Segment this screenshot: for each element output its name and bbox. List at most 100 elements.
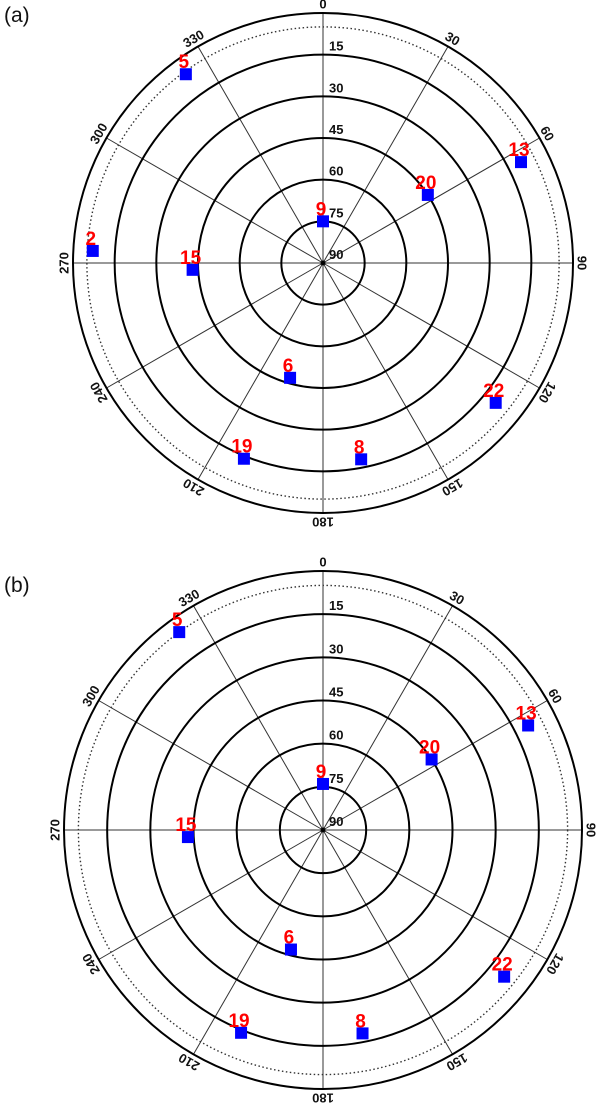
azimuth-tick-label: 0 — [319, 555, 326, 570]
azimuth-tick-label: 60 — [537, 123, 557, 143]
satellite-13: 13 — [516, 703, 537, 732]
satellite-2: 2 — [85, 229, 99, 257]
satellite-22: 22 — [483, 381, 504, 409]
elevation-ring — [149, 656, 497, 1004]
azimuth-tick-label: 210 — [180, 475, 206, 499]
satellite-prn-label: 9 — [316, 199, 327, 220]
skyplot-b: 1530456075900306090120150180210240270300… — [48, 555, 599, 1106]
elevation-ring — [235, 742, 411, 918]
satellite-prn-label: 2 — [85, 229, 96, 250]
azimuth-tick-label: 180 — [312, 1091, 334, 1106]
satellite-22: 22 — [492, 955, 513, 983]
zenith-dot — [320, 827, 326, 833]
elevation-tick-label: 45 — [329, 122, 343, 137]
azimuth-tick-label: 90 — [584, 823, 599, 837]
satellite-5: 5 — [172, 610, 186, 639]
mask-angle-ring — [77, 584, 569, 1076]
satellite-20: 20 — [419, 737, 440, 766]
azimuth-tick-label: 270 — [48, 819, 63, 841]
satellite-marker — [425, 753, 438, 766]
azimuth-tick-label: 0 — [319, 0, 326, 12]
satellite-19: 19 — [231, 437, 252, 465]
azimuth-tick-label: 30 — [442, 29, 462, 49]
satellite-marker — [356, 1027, 369, 1040]
horizon-ring — [63, 570, 583, 1090]
azimuth-tick-label: 330 — [176, 586, 202, 610]
satellite-marker — [355, 453, 368, 466]
satellite-prn-label: 15 — [180, 248, 202, 269]
satellite-marker — [515, 156, 528, 169]
satellite-marker — [421, 188, 434, 201]
satellite-19: 19 — [228, 1011, 250, 1039]
satellite-prn-label: 19 — [228, 1011, 249, 1032]
elevation-tick-label: 15 — [329, 39, 343, 54]
skyplot-a: 1530456075900306090120150180210240270300… — [57, 0, 590, 530]
satellite-prn-label: 22 — [492, 955, 513, 976]
azimuth-tick-label: 120 — [543, 951, 567, 977]
azimuth-tick-label: 240 — [87, 379, 111, 405]
satellite-prn-label: 20 — [415, 173, 436, 194]
satellite-prn-label: 20 — [419, 737, 440, 758]
azimuth-tick-label: 330 — [180, 27, 206, 51]
satellite-prn-label: 13 — [508, 140, 529, 161]
satellite-prn-label: 6 — [284, 928, 295, 949]
panel-label-a: (a) — [4, 4, 30, 27]
satellite-8: 8 — [354, 437, 368, 466]
satellite-9: 9 — [316, 199, 329, 228]
elevation-tick-label: 30 — [329, 80, 343, 95]
azimuth-tick-label: 60 — [545, 686, 565, 706]
satellite-6: 6 — [283, 356, 297, 384]
mask-angle-ring — [86, 26, 560, 500]
azimuth-tick-label: 210 — [176, 1050, 202, 1074]
satellite-prn-label: 13 — [516, 703, 537, 724]
horizon-ring — [72, 12, 574, 514]
satellite-prn-label: 8 — [354, 437, 365, 458]
satellite-15: 15 — [180, 248, 202, 276]
azimuth-tick-label: 270 — [57, 252, 72, 274]
satellite-6: 6 — [284, 928, 297, 956]
elevation-ring — [113, 53, 533, 473]
elevation-tick-label: 90 — [329, 814, 343, 829]
satellite-prn-label: 9 — [316, 762, 327, 783]
satellite-15: 15 — [175, 815, 197, 844]
satellite-9: 9 — [316, 762, 329, 790]
satellite-20: 20 — [415, 173, 436, 201]
satellite-prn-label: 19 — [231, 437, 252, 458]
satellite-marker — [179, 68, 192, 81]
satellite-prn-label: 22 — [483, 381, 504, 402]
elevation-tick-label: 75 — [329, 205, 343, 220]
elevation-tick-label: 60 — [329, 728, 343, 743]
elevation-tick-label: 75 — [329, 771, 343, 786]
satellite-prn-label: 5 — [179, 52, 190, 73]
elevation-tick-label: 30 — [329, 641, 343, 656]
satellite-marker — [284, 943, 297, 956]
satellite-marker — [237, 452, 250, 465]
satellite-marker — [489, 396, 502, 409]
azimuth-tick-label: 300 — [87, 120, 111, 146]
azimuth-tick-label: 150 — [439, 475, 465, 499]
satellite-marker — [522, 719, 535, 732]
panel-label-b: (b) — [4, 574, 30, 597]
satellite-marker — [317, 215, 329, 228]
elevation-tick-label: 45 — [329, 685, 343, 700]
elevation-ring — [192, 699, 454, 961]
elevation-ring — [238, 178, 408, 348]
satellite-marker — [173, 626, 186, 639]
satellite-prn-label: 5 — [172, 610, 183, 631]
elevation-tick-label: 90 — [329, 247, 343, 262]
satellite-marker — [235, 1026, 248, 1039]
zenith-dot — [320, 260, 326, 266]
satellite-8: 8 — [355, 1011, 369, 1040]
elevation-ring — [197, 137, 449, 389]
satellite-prn-label: 8 — [355, 1011, 366, 1032]
azimuth-tick-label: 240 — [79, 951, 103, 977]
elevation-tick-label: 15 — [329, 598, 343, 613]
elevation-tick-label: 60 — [329, 164, 343, 179]
satellite-prn-label: 15 — [175, 815, 197, 836]
satellite-marker — [284, 371, 297, 384]
satellite-5: 5 — [179, 52, 192, 81]
satellite-marker — [317, 777, 329, 790]
azimuth-tick-label: 30 — [447, 588, 467, 608]
elevation-ring — [106, 613, 540, 1047]
